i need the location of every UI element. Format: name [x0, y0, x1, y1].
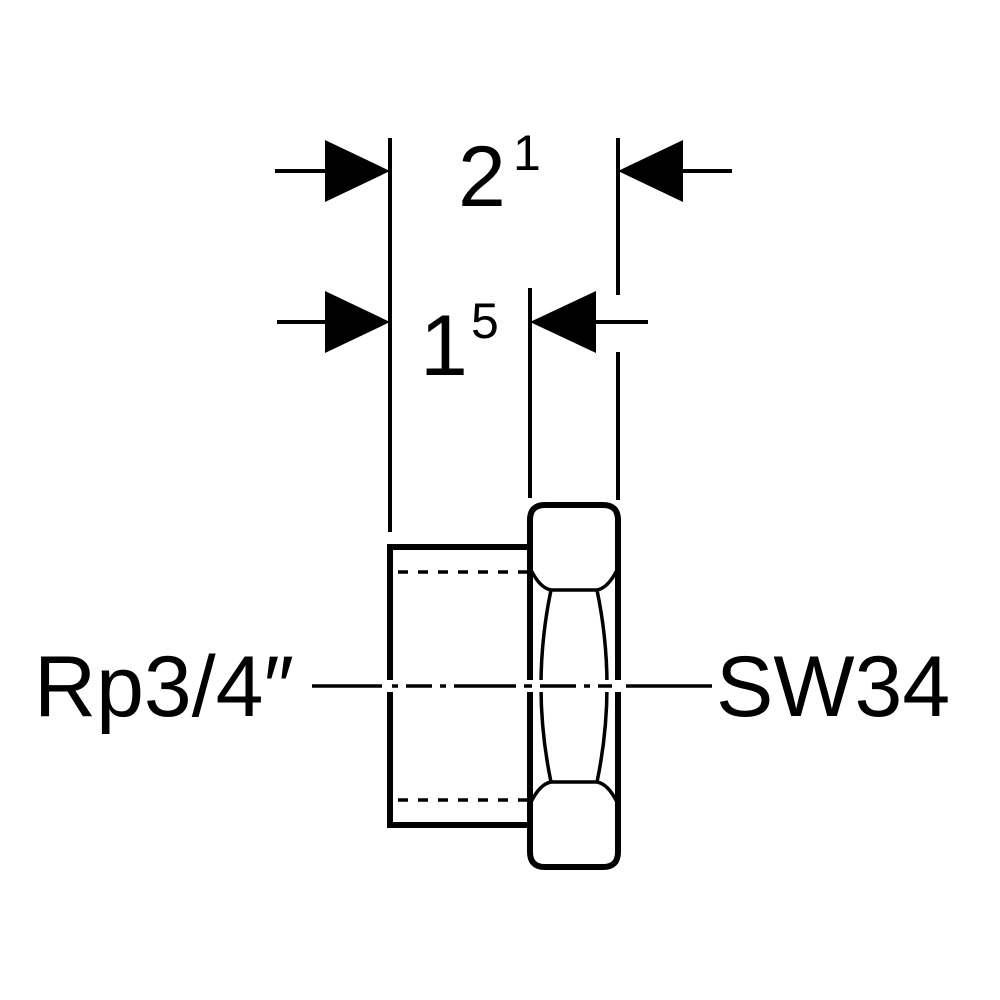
hex-nut-outline — [527, 502, 621, 870]
dimension-outer-arrow-right — [618, 140, 683, 202]
dimension-inner-exponent: 5 — [471, 293, 499, 349]
dimension-outer: 2 1 — [275, 125, 732, 225]
dimension-outer-exponent: 1 — [513, 125, 541, 181]
dimension-inner-arrow-left — [325, 291, 390, 353]
dimension-inner: 1 5 — [277, 291, 648, 394]
extension-lines — [388, 138, 620, 532]
dimension-inner-arrow-right — [530, 291, 596, 353]
dimension-outer-value: 2 — [458, 129, 506, 225]
dimension-inner-value: 1 — [420, 298, 468, 394]
hex-nut-lower-facet — [529, 780, 619, 803]
thread-size-label: Rp3/4″ — [34, 639, 294, 735]
wrench-size-label: SW34 — [716, 639, 950, 735]
dimension-outer-arrow-left — [325, 140, 390, 202]
hex-nut-upper-facet — [529, 569, 619, 592]
